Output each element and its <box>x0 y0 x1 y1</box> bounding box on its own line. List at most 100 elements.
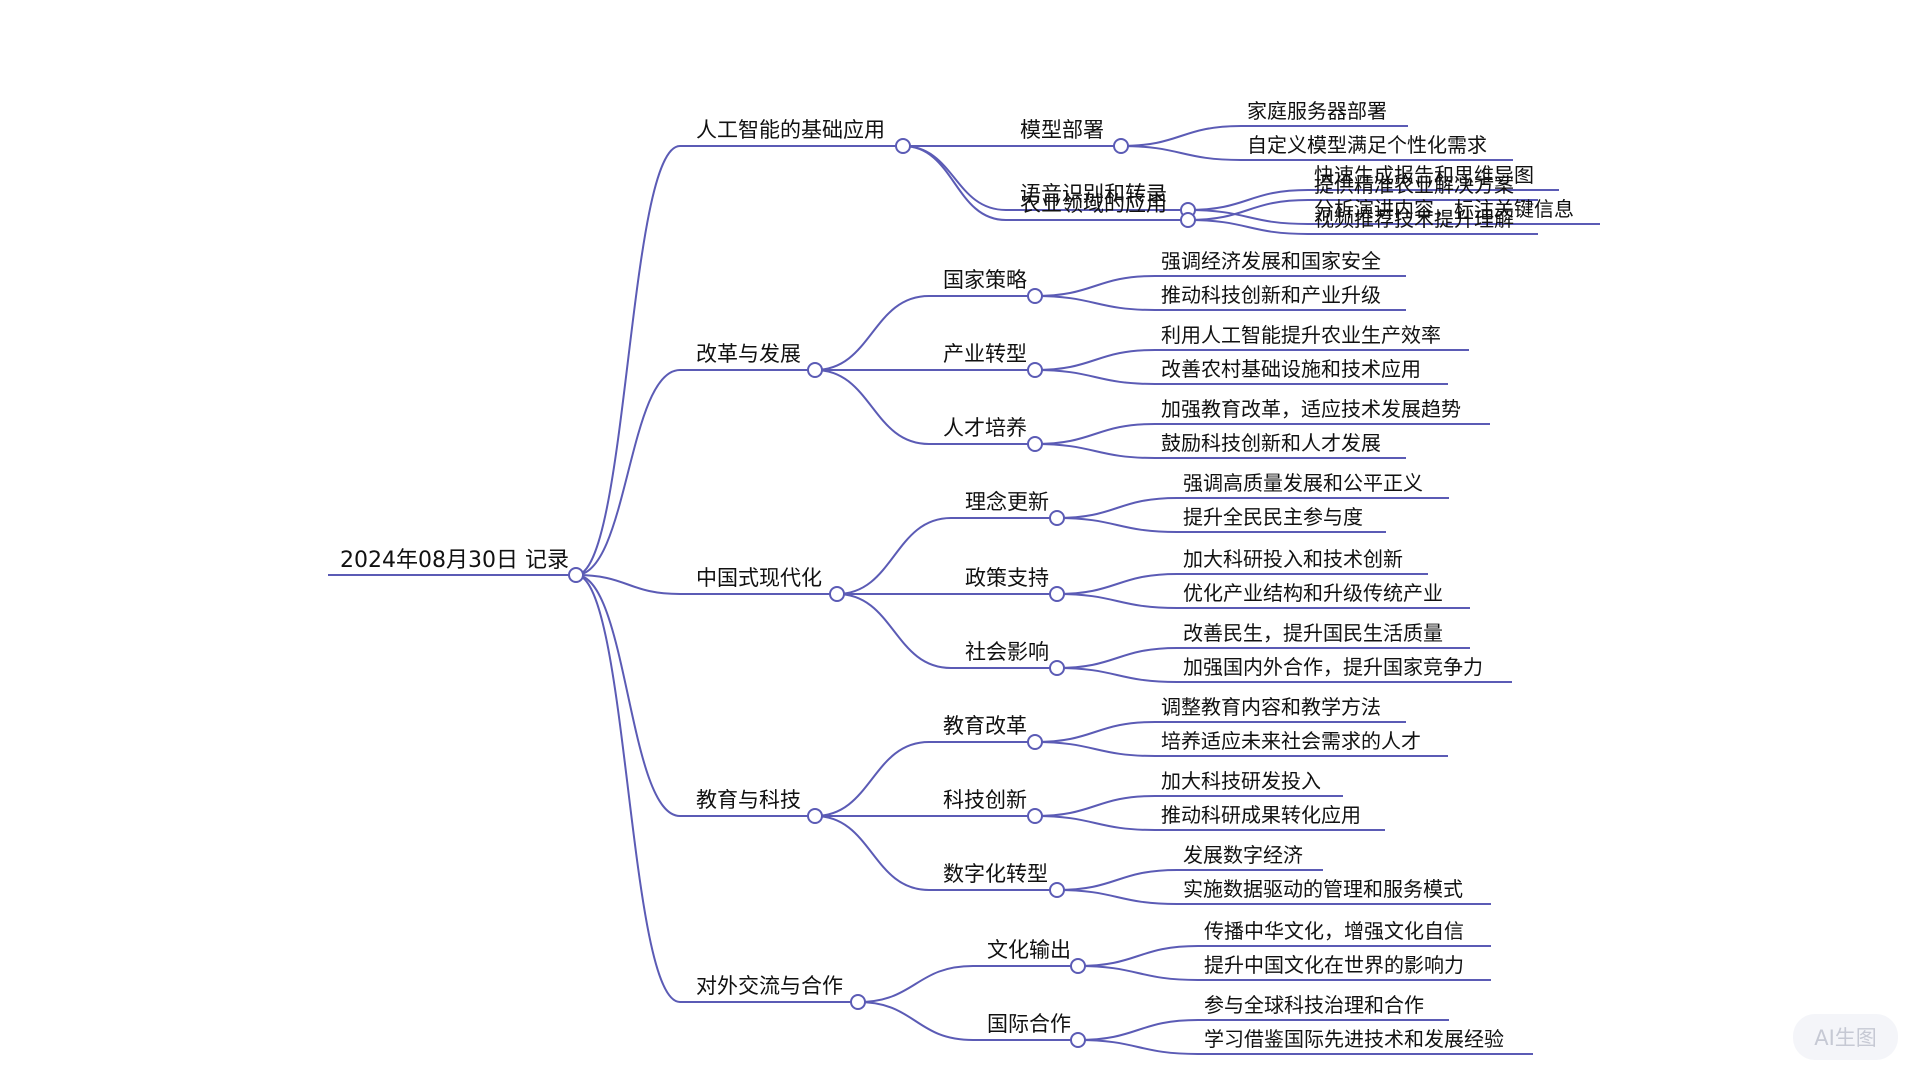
subtopic-collapse-toggle[interactable] <box>1180 212 1196 228</box>
leaf-topic: 加大科研投入和技术创新 <box>1183 547 1403 571</box>
root-collapse-toggle[interactable] <box>568 567 584 583</box>
subtopic-collapse-toggle[interactable] <box>1027 436 1043 452</box>
edge-root-branch <box>575 145 681 576</box>
subtopic: 政策支持 <box>965 566 1049 590</box>
edge-subtopic-leaf <box>1120 145 1242 161</box>
edge-subtopic-leaf <box>1056 869 1178 891</box>
edge-root-branch <box>575 574 681 1003</box>
subtopic: 科技创新 <box>943 788 1027 812</box>
leaf-topic: 加大科技研发投入 <box>1161 769 1321 793</box>
edge-subtopic-leaf <box>1034 795 1156 817</box>
edge-subtopic-leaf <box>1034 369 1156 385</box>
subtopic: 文化输出 <box>987 938 1071 962</box>
branch-topic: 对外交流与合作 <box>696 974 843 998</box>
branch-collapse-toggle[interactable] <box>807 808 823 824</box>
subtopic-collapse-toggle[interactable] <box>1027 808 1043 824</box>
subtopic-collapse-toggle[interactable] <box>1027 362 1043 378</box>
leaf-topic: 提供精准农业解决方案 <box>1314 173 1514 197</box>
subtopic: 教育改革 <box>943 714 1027 738</box>
edge-subtopic-leaf <box>1077 965 1199 981</box>
subtopic: 模型部署 <box>1020 118 1104 142</box>
edge-subtopic-leaf <box>1034 721 1156 743</box>
leaf-topic: 实施数据驱动的管理和服务模式 <box>1183 877 1463 901</box>
leaf-topic: 视频推荐技术提升理解 <box>1314 207 1514 231</box>
edge-subtopic-leaf <box>1056 573 1178 595</box>
edge-subtopic-leaf <box>1034 815 1156 831</box>
edge-root-branch <box>575 574 681 817</box>
subtopic: 社会影响 <box>965 640 1049 664</box>
edge-subtopic-leaf <box>1077 945 1199 967</box>
branch-collapse-toggle[interactable] <box>829 586 845 602</box>
edge-subtopic-leaf <box>1187 189 1309 211</box>
subtopic: 人才培养 <box>943 416 1027 440</box>
leaf-topic: 利用人工智能提升农业生产效率 <box>1161 323 1441 347</box>
edge-subtopic-leaf <box>1034 443 1156 459</box>
branch-topic: 中国式现代化 <box>696 566 822 590</box>
subtopic: 国家策略 <box>943 268 1027 292</box>
edge-subtopic-leaf <box>1056 647 1178 669</box>
branch-collapse-toggle[interactable] <box>895 138 911 154</box>
subtopic-collapse-toggle[interactable] <box>1049 660 1065 676</box>
leaf-topic: 鼓励科技创新和人才发展 <box>1161 431 1381 455</box>
edge-branch-subtopic <box>902 145 1007 221</box>
leaf-topic: 家庭服务器部署 <box>1247 99 1387 123</box>
branch-topic: 教育与科技 <box>696 788 801 812</box>
edge-branch-subtopic <box>836 593 952 669</box>
leaf-topic: 强调经济发展和国家安全 <box>1161 249 1381 273</box>
edge-subtopic-leaf <box>1056 517 1178 533</box>
branch-collapse-toggle[interactable] <box>807 362 823 378</box>
edge-branch-subtopic <box>814 295 930 371</box>
edge-branch-subtopic <box>814 815 930 891</box>
edge-subtopic-leaf <box>1034 275 1156 297</box>
subtopic: 数字化转型 <box>943 862 1048 886</box>
leaf-topic: 优化产业结构和升级传统产业 <box>1183 581 1443 605</box>
edge-subtopic-leaf <box>1034 423 1156 445</box>
edge-subtopic-leaf <box>1056 593 1178 609</box>
root-topic: 2024年08月30日 记录 <box>340 548 569 573</box>
subtopic: 理念更新 <box>965 490 1049 514</box>
subtopic-collapse-toggle[interactable] <box>1027 734 1043 750</box>
edge-subtopic-leaf <box>1056 497 1178 519</box>
leaf-topic: 传播中华文化，增强文化自信 <box>1204 919 1464 943</box>
edge-subtopic-leaf <box>1034 295 1156 311</box>
edge-subtopic-leaf <box>1034 349 1156 371</box>
subtopic-collapse-toggle[interactable] <box>1049 586 1065 602</box>
leaf-topic: 发展数字经济 <box>1183 843 1303 867</box>
branch-topic: 改革与发展 <box>696 342 801 366</box>
edge-subtopic-leaf <box>1056 667 1178 683</box>
subtopic-collapse-toggle[interactable] <box>1070 1032 1086 1048</box>
subtopic: 国际合作 <box>987 1012 1071 1036</box>
edge-subtopic-leaf <box>1077 1039 1199 1055</box>
leaf-topic: 参与全球科技治理和合作 <box>1204 993 1424 1017</box>
edge-branch-subtopic <box>857 965 974 1003</box>
edge-branch-subtopic <box>836 517 952 595</box>
edge-branch-subtopic <box>814 741 930 817</box>
leaf-topic: 改善农村基础设施和技术应用 <box>1161 357 1421 381</box>
leaf-topic: 提升全民民主参与度 <box>1183 505 1363 529</box>
subtopic-collapse-toggle[interactable] <box>1070 958 1086 974</box>
edge-root-branch <box>575 574 681 595</box>
leaf-topic: 自定义模型满足个性化需求 <box>1247 133 1487 157</box>
branch-collapse-toggle[interactable] <box>850 994 866 1010</box>
leaf-topic: 调整教育内容和教学方法 <box>1161 695 1381 719</box>
subtopic-collapse-toggle[interactable] <box>1113 138 1129 154</box>
leaf-topic: 快速生成报告和思维导图 <box>1314 163 1534 187</box>
edge-subtopic-leaf <box>1187 219 1309 235</box>
leaf-topic: 加强国内外合作，提升国家竞争力 <box>1183 655 1483 679</box>
leaf-topic: 学习借鉴国际先进技术和发展经验 <box>1204 1027 1504 1051</box>
edge-subtopic-leaf <box>1034 741 1156 757</box>
subtopic-collapse-toggle[interactable] <box>1049 882 1065 898</box>
leaf-topic: 分析演讲内容，标注关键信息 <box>1314 197 1574 221</box>
subtopic-collapse-toggle[interactable] <box>1027 288 1043 304</box>
edge-subtopic-leaf <box>1077 1019 1199 1041</box>
subtopic: 农业领域的应用 <box>1020 192 1167 216</box>
edge-subtopic-leaf <box>1187 199 1309 221</box>
subtopic-collapse-toggle[interactable] <box>1049 510 1065 526</box>
branch-topic: 人工智能的基础应用 <box>696 118 885 142</box>
leaf-topic: 强调高质量发展和公平正义 <box>1183 471 1423 495</box>
leaf-topic: 加强教育改革，适应技术发展趋势 <box>1161 397 1461 421</box>
edge-branch-subtopic <box>902 145 1007 211</box>
leaf-topic: 提升中国文化在世界的影响力 <box>1204 953 1464 977</box>
subtopic: 产业转型 <box>943 342 1027 366</box>
